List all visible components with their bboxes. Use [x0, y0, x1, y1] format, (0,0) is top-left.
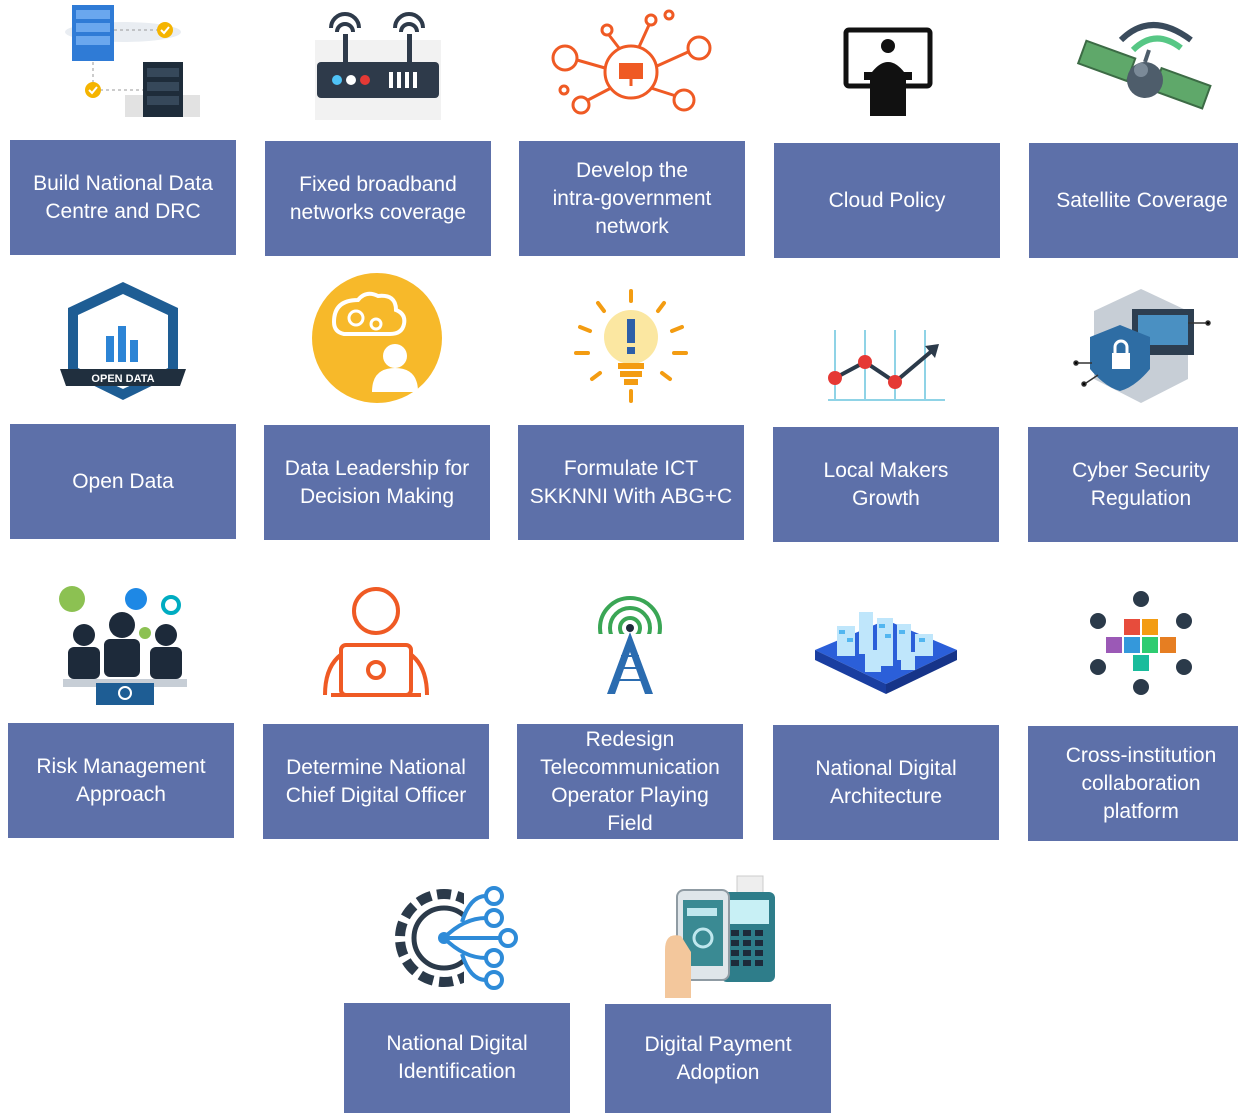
network-hub-icon: [519, 0, 745, 125]
telecom-tower-icon: [517, 590, 743, 700]
tile-satellite-coverage: Satellite Coverage: [1029, 143, 1238, 258]
tile-redesign-telecommunication: Redesign Telecommunication Operator Play…: [517, 724, 743, 839]
tile-national-digital-architecture: National Digital Architecture: [773, 725, 999, 840]
presenter-icon: [774, 0, 1000, 125]
satellite-icon: [1029, 0, 1238, 125]
tile-national-digital-identification: National Digital Identification: [344, 1003, 570, 1113]
tile-fixed-broadband: Fixed broadband networks coverage: [265, 141, 491, 256]
tile-cross-institution: Cross-institution collaboration platform: [1028, 726, 1238, 841]
digital-payment-icon: [605, 870, 831, 998]
open-data-icon: OPEN DATA: [10, 278, 236, 403]
tile-data-leadership: Data Leadership for Decision Making: [264, 425, 490, 540]
router-icon: [265, 0, 491, 125]
tile-local-makers-growth: Local Makers Growth: [773, 427, 999, 542]
digital-city-icon: [773, 590, 999, 700]
data-centre-icon: [10, 0, 236, 125]
growth-chart-icon: [773, 290, 999, 405]
chief-digital-officer-icon: [263, 585, 489, 703]
tile-digital-payment-adoption: Digital Payment Adoption: [605, 1004, 831, 1113]
open-data-badge: OPEN DATA: [91, 373, 154, 385]
lightbulb-icon: [518, 283, 744, 403]
tile-formulate-ict: Formulate ICT SKKNNI With ABG+C: [518, 425, 744, 540]
tile-risk-management: Risk Management Approach: [8, 723, 234, 838]
tile-cloud-policy: Cloud Policy: [774, 143, 1000, 258]
tile-open-data: Open Data: [10, 424, 236, 539]
risk-management-icon: [8, 583, 234, 708]
digital-id-gear-icon: [344, 878, 570, 998]
collaboration-icon: [1028, 583, 1238, 703]
tile-chief-digital-officer: Determine National Chief Digital Officer: [263, 724, 489, 839]
tile-intra-government-network: Develop the intra-government network: [519, 141, 745, 256]
data-leadership-icon: [264, 272, 490, 405]
tile-build-national-data-centre: Build National Data Centre and DRC: [10, 140, 236, 255]
cyber-security-icon: [1028, 283, 1238, 408]
tile-cyber-security: Cyber Security Regulation: [1028, 427, 1238, 542]
